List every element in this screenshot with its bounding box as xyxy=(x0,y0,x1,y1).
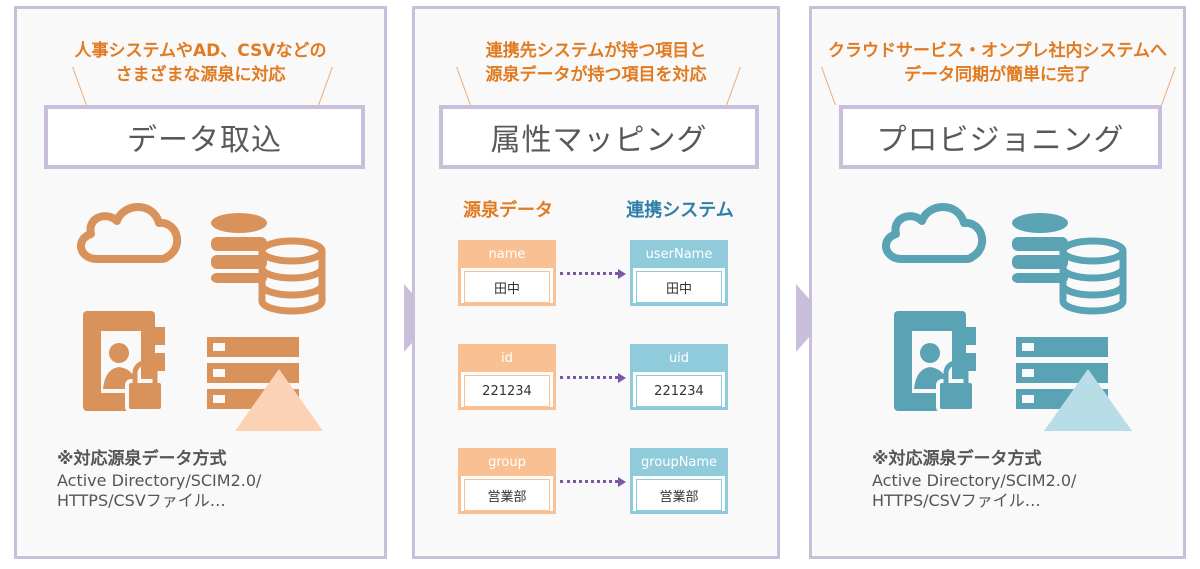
cloud-icon xyxy=(882,203,986,263)
field-value: 田中 xyxy=(636,271,722,303)
mapping-arrow-head xyxy=(618,373,626,383)
note-line: Active Directory/SCIM2.0/ xyxy=(57,471,262,490)
note-line: HTTPS/CSVファイル… xyxy=(57,491,226,510)
field-label: uid xyxy=(630,344,728,372)
caption-line: 源泉データが持つ項目を対応 xyxy=(485,65,707,85)
server-stack-icon xyxy=(1016,337,1132,431)
caption-line: 連携先システムが持つ項目と xyxy=(485,41,707,61)
panel-title: データ取込 xyxy=(44,105,365,169)
target-field-groupname: groupName 営業部 xyxy=(630,448,728,514)
caption-line: さまざまな源泉に対応 xyxy=(115,65,286,85)
note-line: HTTPS/CSVファイル… xyxy=(872,491,1041,510)
panel-data-import: 人事システムやAD、CSVなどの さまざまな源泉に対応 データ取込 xyxy=(14,6,387,559)
field-label: groupName xyxy=(630,448,728,476)
cloud-icon xyxy=(77,203,181,263)
source-data-heading: 源泉データ xyxy=(463,200,553,221)
database-icon xyxy=(211,213,326,315)
panel-title: 属性マッピング xyxy=(439,105,759,169)
target-field-uid: uid 221234 xyxy=(630,344,728,410)
address-book-lock-icon xyxy=(83,311,165,413)
panel-caption: 人事システムやAD、CSVなどの さまざまな源泉に対応 xyxy=(17,39,384,87)
panel-provisioning: クラウドサービス・オンプレ社内システムへ データ同期が簡単に完了 プロビジョニン… xyxy=(809,6,1186,559)
field-value: 221234 xyxy=(464,375,550,407)
field-value: 営業部 xyxy=(636,479,722,511)
target-system-heading: 連携システム xyxy=(626,200,734,221)
field-label: name xyxy=(458,240,556,268)
format-note: ※対応源泉データ方式 Active Directory/SCIM2.0/ HTT… xyxy=(57,449,261,511)
field-label: group xyxy=(458,448,556,476)
field-value: 221234 xyxy=(636,375,722,407)
source-field-id: id 221234 xyxy=(458,344,556,410)
note-heading: ※対応源泉データ方式 xyxy=(872,449,1042,469)
caption-line: クラウドサービス・オンプレ社内システムへ xyxy=(828,41,1167,61)
mapping-arrow xyxy=(560,376,618,382)
source-field-name: name 田中 xyxy=(458,240,556,306)
mapping-arrow-head xyxy=(618,269,626,279)
source-field-group: group 営業部 xyxy=(458,448,556,514)
note-line: Active Directory/SCIM2.0/ xyxy=(872,471,1077,490)
mapping-arrow-head xyxy=(618,477,626,487)
target-field-username: userName 田中 xyxy=(630,240,728,306)
field-value: 営業部 xyxy=(464,479,550,511)
database-icon xyxy=(1012,213,1127,315)
mapping-arrow xyxy=(560,480,618,486)
caption-line: 人事システムやAD、CSVなどの xyxy=(74,41,327,61)
field-label: id xyxy=(458,344,556,372)
field-label: userName xyxy=(630,240,728,268)
note-heading: ※対応源泉データ方式 xyxy=(57,449,227,469)
address-book-lock-icon xyxy=(894,311,976,413)
caption-line: データ同期が簡単に完了 xyxy=(904,65,1091,85)
panel-title: プロビジョニング xyxy=(839,105,1162,169)
panel-attribute-mapping: 連携先システムが持つ項目と 源泉データが持つ項目を対応 属性マッピング 源泉デー… xyxy=(412,6,780,559)
panel-caption: 連携先システムが持つ項目と 源泉データが持つ項目を対応 xyxy=(415,39,777,87)
server-stack-icon xyxy=(207,337,323,431)
field-value: 田中 xyxy=(464,271,550,303)
mapping-arrow xyxy=(560,272,618,278)
format-note: ※対応源泉データ方式 Active Directory/SCIM2.0/ HTT… xyxy=(872,449,1076,511)
panel-caption: クラウドサービス・オンプレ社内システムへ データ同期が簡単に完了 xyxy=(812,39,1183,87)
